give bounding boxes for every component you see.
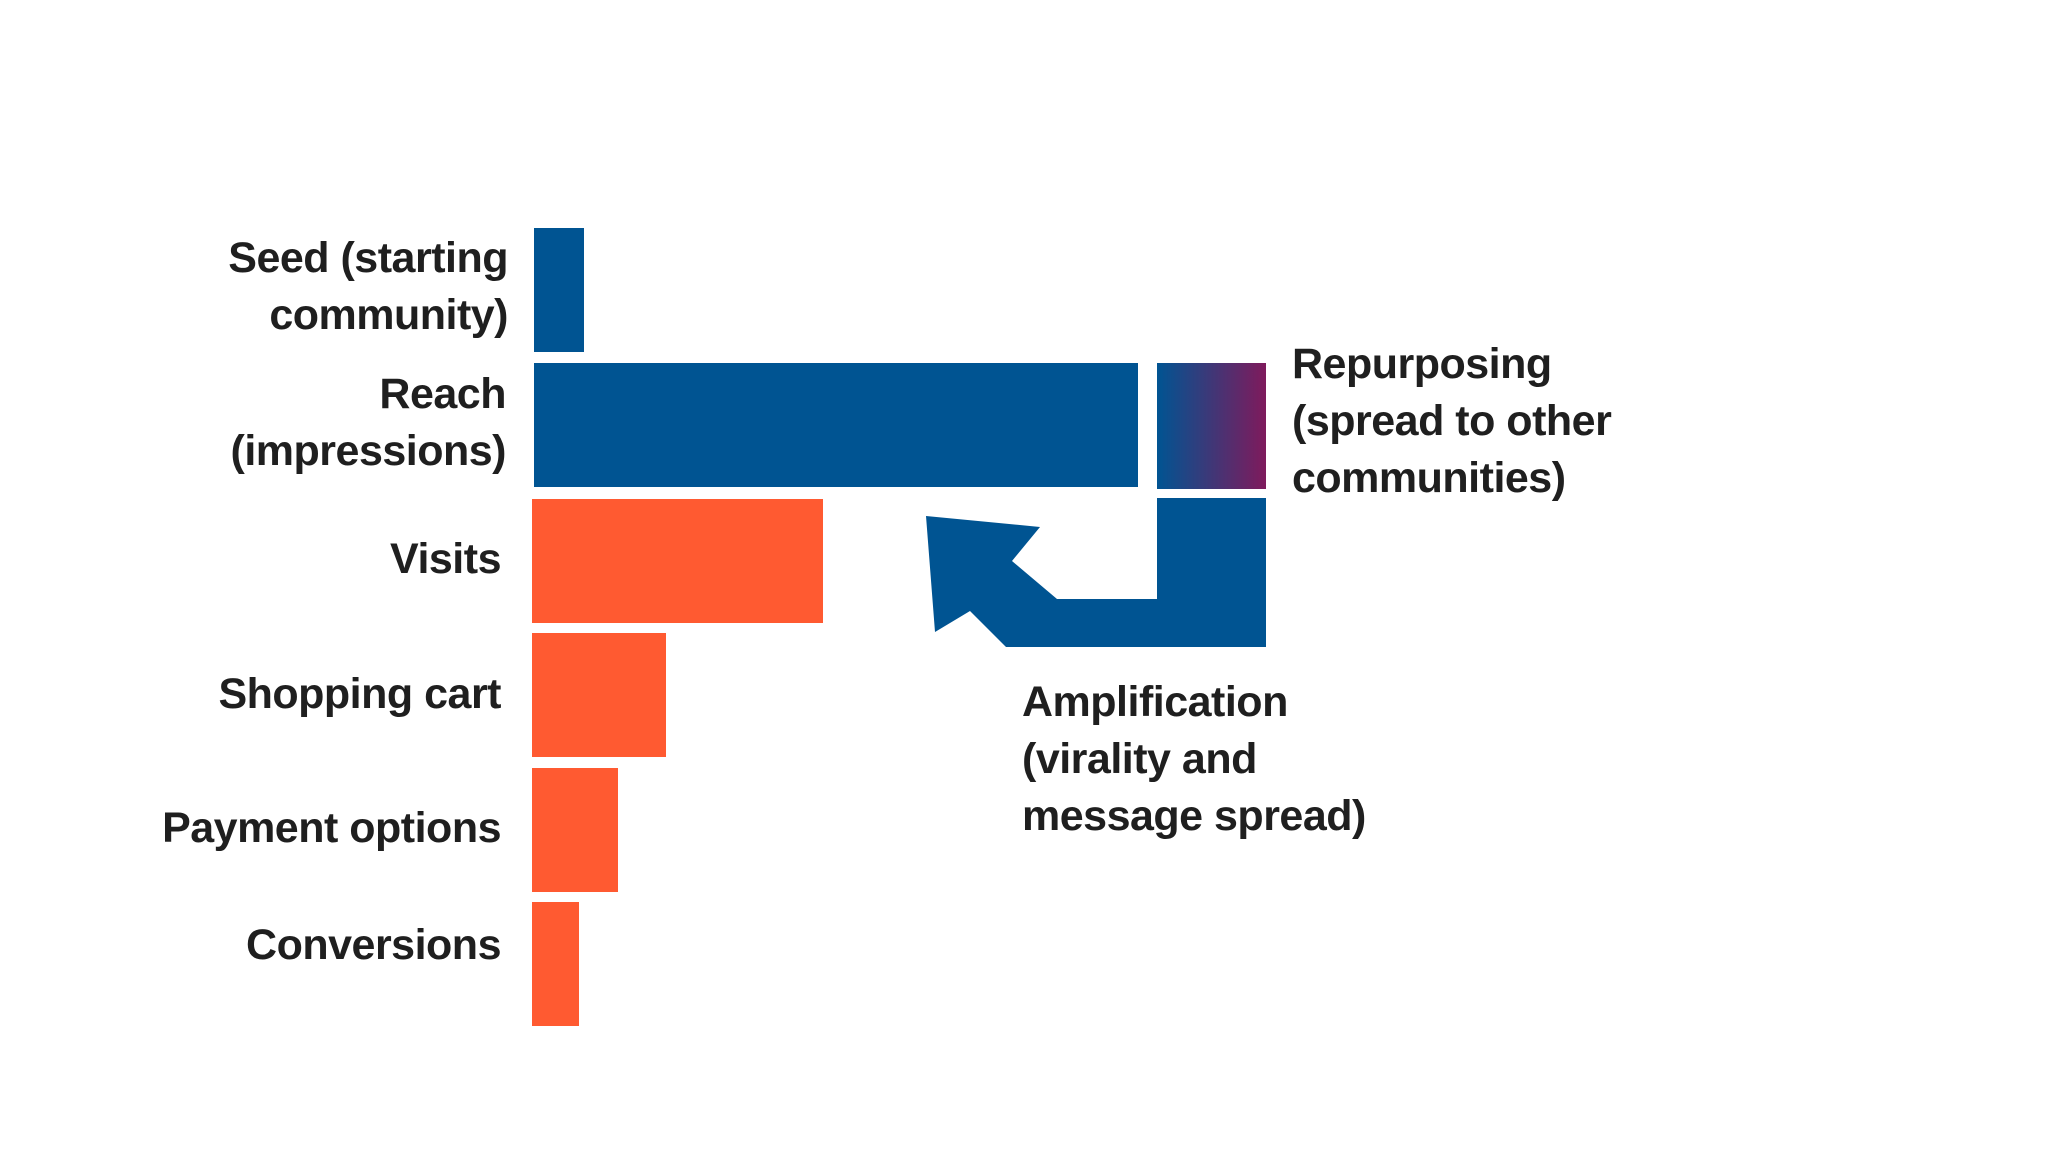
stage-label-conversions: Conversions — [246, 917, 501, 974]
curved-return-arrow-icon — [926, 498, 1266, 647]
reach-label-line-2: (impressions) — [230, 427, 507, 475]
bar-reach — [534, 363, 1138, 487]
amplification-label: Amplification (virality and message spre… — [1022, 674, 1366, 845]
seed-label-line-2: community) — [269, 291, 508, 339]
stage-label-reach: Reach (impressions) — [230, 366, 507, 480]
seed-label-line-1: Seed (starting — [228, 234, 508, 282]
amplification-label-line-2: (virality and — [1022, 735, 1257, 783]
conversions-label-line-1: Conversions — [246, 921, 501, 969]
repurposing-label-line-1: Repurposing — [1292, 340, 1552, 388]
stage-label-visits: Visits — [390, 531, 501, 588]
reach-label-line-1: Reach — [379, 370, 506, 418]
payment-options-label-line-1: Payment options — [162, 804, 501, 852]
repurposing-label-line-3: communities) — [1292, 454, 1566, 502]
stage-label-shopping-cart: Shopping cart — [218, 666, 501, 723]
amplification-label-line-1: Amplification — [1022, 678, 1288, 726]
shopping-cart-label-line-1: Shopping cart — [218, 670, 501, 718]
repurposing-label: Repurposing (spread to other communities… — [1292, 336, 1612, 507]
amplification-label-line-3: message spread) — [1022, 792, 1366, 840]
bar-visits — [532, 499, 823, 623]
repurposing-label-line-2: (spread to other — [1292, 397, 1612, 445]
bar-seed — [534, 228, 584, 352]
repurposing-block — [1157, 363, 1266, 489]
bar-shopping-cart — [532, 633, 666, 757]
bar-conversions — [532, 902, 579, 1026]
visits-label-line-1: Visits — [390, 535, 501, 583]
stage-label-seed: Seed (starting community) — [228, 230, 508, 344]
bar-payment-options — [532, 768, 618, 892]
stage-label-payment-options: Payment options — [162, 800, 501, 857]
